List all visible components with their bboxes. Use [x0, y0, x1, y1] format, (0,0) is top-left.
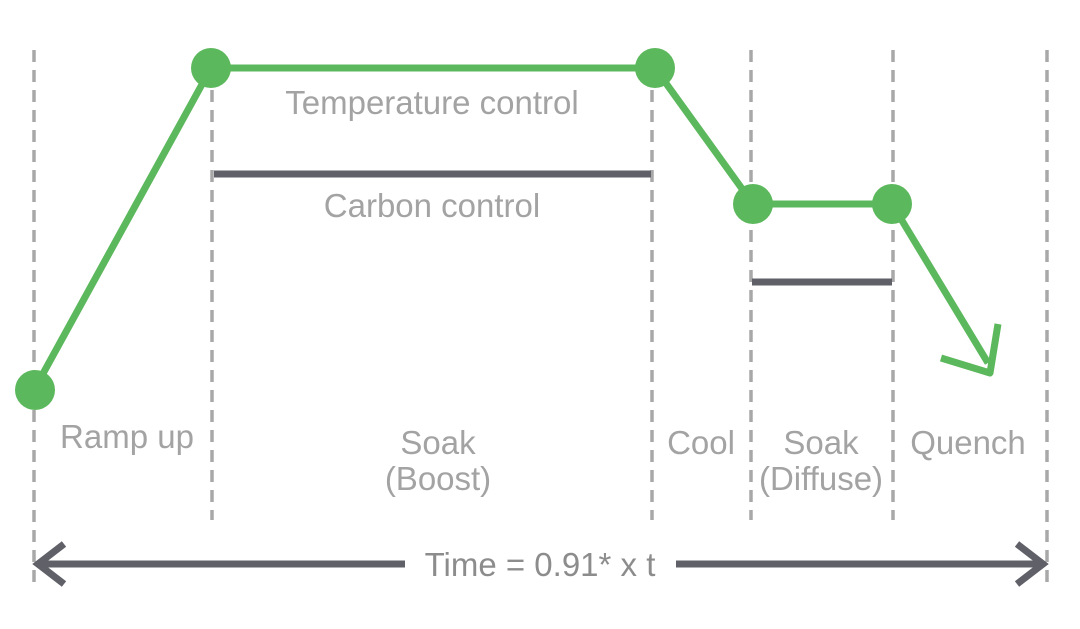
temperature-control-label: Temperature control: [285, 84, 578, 121]
temperature-curve: [30, 64, 991, 392]
stage-label-soak-boost-sub: (Boost): [385, 460, 491, 497]
time-axis-label: Time = 0.91* x t: [425, 546, 656, 583]
temperature-node-soak-start: [191, 48, 231, 88]
arrow-down-right-icon: [939, 323, 1002, 377]
temperature-node-diffuse-start: [733, 184, 773, 224]
stage-label-ramp-up: Ramp up: [60, 418, 194, 455]
temperature-node-diffuse-end: [872, 184, 912, 224]
stage-label-soak-boost: Soak: [400, 424, 476, 461]
stage-dividers: [32, 50, 1049, 585]
temperature-node-start: [15, 370, 55, 410]
temperature-node-soak-end: [635, 48, 675, 88]
stage-label-quench: Quench: [910, 424, 1026, 461]
stage-label-soak-diffuse: Soak: [783, 424, 859, 461]
arrow-left-icon: [32, 541, 67, 587]
arrow-right-icon: [1014, 541, 1049, 587]
carbon-control-label: Carbon control: [324, 187, 540, 224]
stage-label-cool: Cool: [667, 424, 735, 461]
stage-label-soak-diffuse-sub: (Diffuse): [759, 460, 883, 497]
